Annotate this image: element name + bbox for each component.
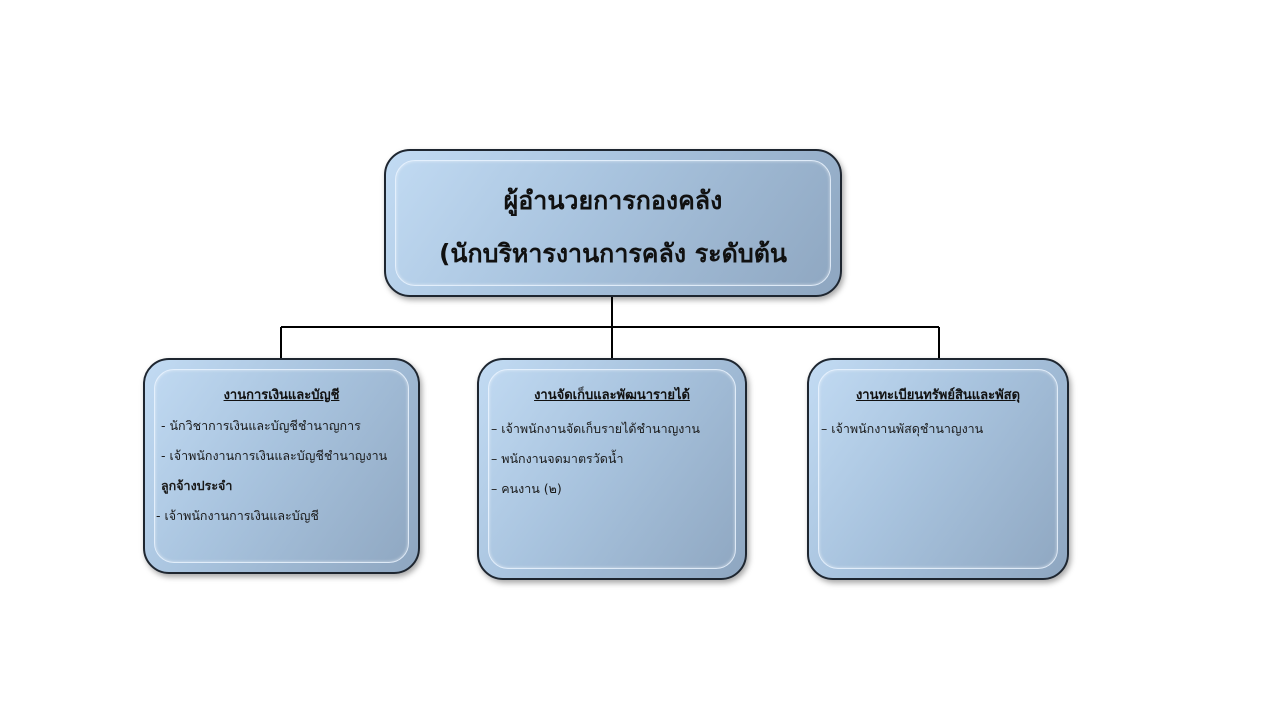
director-box-inner-border: [395, 160, 831, 286]
section-box-assets-supplies: งานทะเบียนทรัพย์สินและพัสดุ – เจ้าพนักงา…: [807, 358, 1069, 580]
section-box-revenue: งานจัดเก็บและพัฒนารายได้ – เจ้าพนักงานจั…: [477, 358, 747, 580]
director-title: ผู้อำนวยการกองคลัง: [503, 186, 723, 215]
section-box-inner-border: [818, 369, 1058, 569]
subheading-permanent-employee: ลูกจ้างประจำ: [161, 478, 233, 493]
section-box-inner-border: [154, 369, 409, 563]
list-item: – พนักงานจดมาตรวัดน้ำ: [491, 451, 624, 466]
director-box: ผู้อำนวยการกองคลัง (นักบริหารงานการคลัง …: [384, 149, 842, 297]
list-item: - นักวิชาการเงินและบัญชีชำนาญการ: [161, 418, 361, 433]
section-box-inner-border: [488, 369, 736, 569]
list-item: – เจ้าพนักงานพัสดุชำนาญงาน: [821, 421, 984, 436]
section-title-finance-accounting: งานการเงินและบัญชี: [223, 388, 340, 403]
section-box-finance-accounting: งานการเงินและบัญชี - นักวิชาการเงินและบั…: [143, 358, 420, 574]
section-title-revenue: งานจัดเก็บและพัฒนารายได้: [534, 388, 690, 403]
list-item: – เจ้าพนักงานจัดเก็บรายได้ชำนาญงาน: [491, 421, 700, 436]
list-item: – คนงาน (๒): [491, 481, 562, 496]
list-item: - เจ้าพนักงานการเงินและบัญชีชำนาญงาน: [161, 448, 388, 463]
list-item: - เจ้าพนักงานการเงินและบัญชี: [156, 508, 319, 523]
director-position: (นักบริหารงานการคลัง ระดับต้น: [438, 239, 788, 268]
section-title-assets-supplies: งานทะเบียนทรัพย์สินและพัสดุ: [855, 388, 1021, 403]
